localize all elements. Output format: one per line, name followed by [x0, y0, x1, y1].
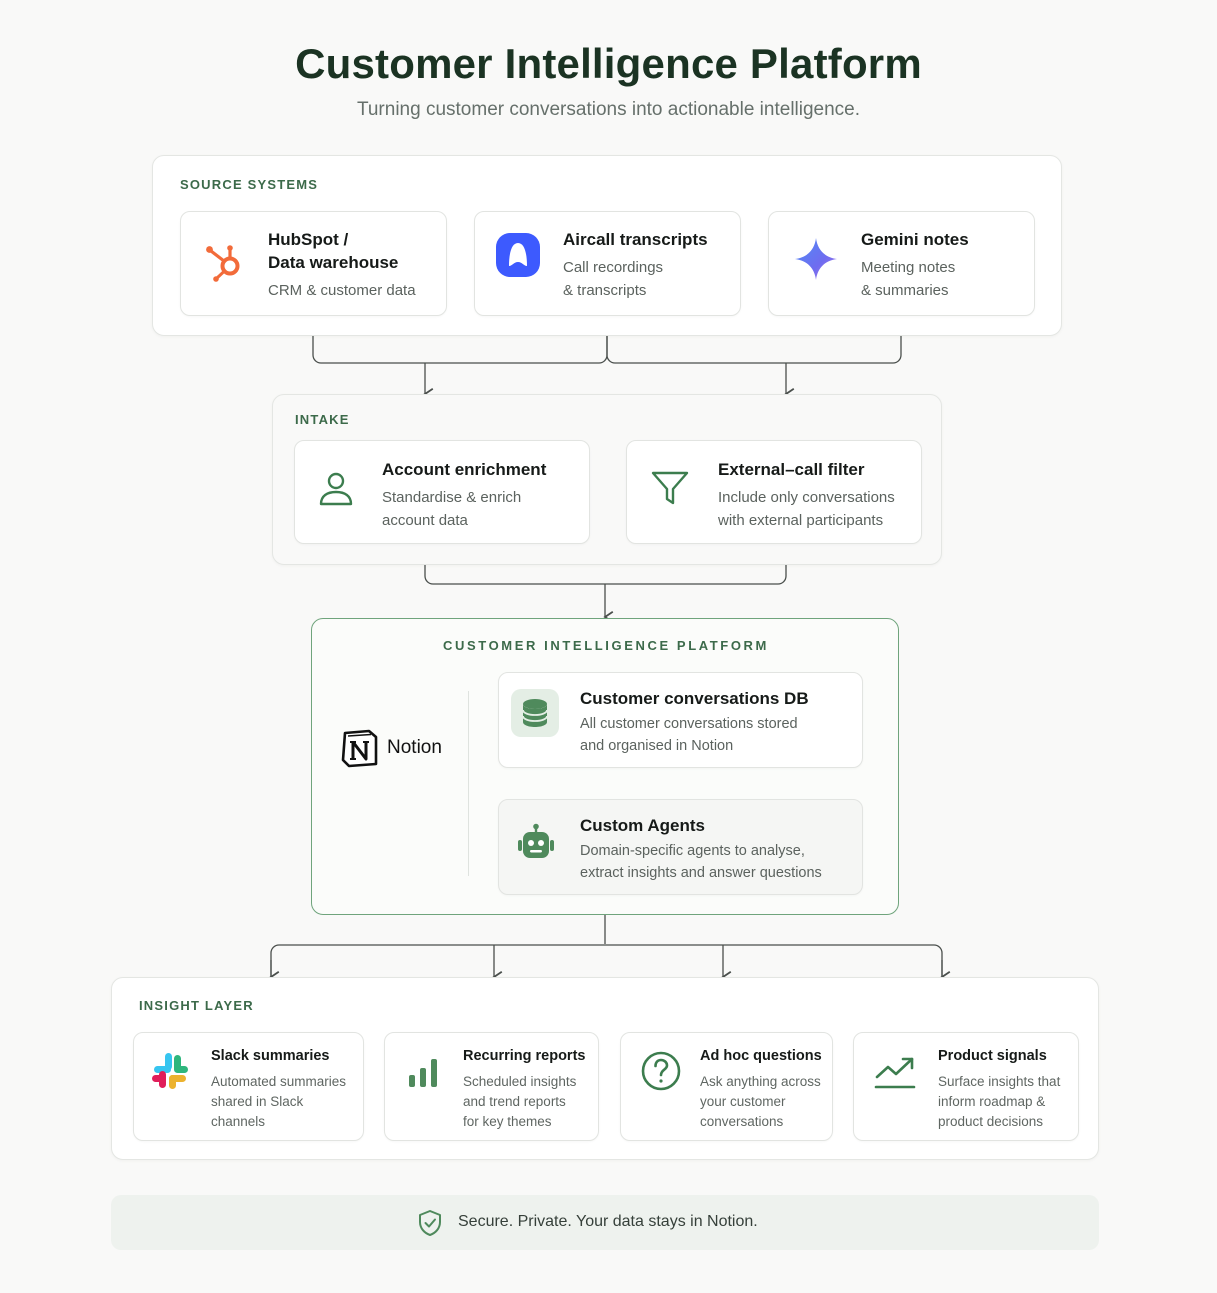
- bar-chart-icon: [403, 1053, 443, 1093]
- slack-desc-line1: Automated summaries: [211, 1074, 347, 1089]
- enrichment-desc-line1: Standardise & enrich: [382, 489, 522, 506]
- insight-card-product-signals[interactable]: Product signals Surface insights that in…: [853, 1032, 1079, 1141]
- gemini-sparkle-icon: [791, 234, 841, 284]
- hubspot-icon: [199, 236, 249, 286]
- hubspot-title-line1: HubSpot /: [268, 230, 349, 249]
- robot-icon: [513, 820, 559, 866]
- platform-card-db[interactable]: Customer conversations DB All customer c…: [498, 672, 863, 768]
- aircall-icon: [493, 230, 543, 280]
- db-title: Customer conversations DB: [580, 689, 809, 708]
- aircall-title: Aircall transcripts: [563, 230, 708, 249]
- slack-desc-line2: shared in Slack: [211, 1094, 304, 1109]
- intake-card-enrichment[interactable]: Account enrichment Standardise & enrich …: [294, 440, 590, 544]
- aircall-desc-line2: & transcripts: [563, 282, 647, 299]
- enrichment-desc-line2: account data: [382, 512, 468, 529]
- trend-up-icon: [872, 1051, 918, 1095]
- reports-desc-line3: for key themes: [463, 1114, 552, 1129]
- notion-brand-label: Notion: [387, 737, 442, 758]
- slack-desc-line3: channels: [211, 1114, 266, 1129]
- connector-sources-right: [606, 315, 902, 364]
- slack-title: Slack summaries: [211, 1048, 330, 1064]
- signals-desc-line1: Surface insights that: [938, 1074, 1061, 1089]
- insight-layer-label: INSIGHT LAYER: [139, 998, 254, 1013]
- source-card-aircall[interactable]: Aircall transcripts Call recordings & tr…: [474, 211, 741, 316]
- connector-sources-left: [312, 315, 608, 364]
- db-desc-line1: All customer conversations stored: [580, 716, 798, 732]
- gemini-desc-line1: Meeting notes: [861, 259, 956, 276]
- page-title: Customer Intelligence Platform: [295, 40, 922, 87]
- filter-icon: [647, 465, 693, 511]
- insight-card-adhoc[interactable]: Ad hoc questions Ask anything across you…: [620, 1032, 833, 1141]
- hubspot-title-line2: Data warehouse: [268, 253, 399, 272]
- gemini-title: Gemini notes: [861, 230, 969, 249]
- adhoc-desc-line2: your customer: [700, 1094, 786, 1109]
- filter-desc-line1: Include only conversations: [718, 489, 895, 506]
- reports-desc-line1: Scheduled insights: [463, 1074, 577, 1089]
- platform-card-agents[interactable]: Custom Agents Domain-specific agents to …: [498, 799, 863, 895]
- question-icon: [639, 1049, 683, 1093]
- source-card-gemini[interactable]: Gemini notes Meeting notes & summaries: [768, 211, 1035, 316]
- insight-card-reports[interactable]: Recurring reports Scheduled insights and…: [384, 1032, 599, 1141]
- user-icon: [313, 465, 359, 511]
- platform-panel: CUSTOMER INTELLIGENCE PLATFORM Notion Cu…: [311, 618, 899, 915]
- notion-logo-icon: [339, 727, 381, 769]
- reports-title: Recurring reports: [463, 1048, 586, 1064]
- footer-text: Secure. Private. Your data stays in Noti…: [458, 1213, 758, 1230]
- adhoc-title: Ad hoc questions: [700, 1048, 822, 1064]
- agents-desc-line2: extract insights and answer questions: [580, 865, 822, 881]
- insight-layer-panel: INSIGHT LAYER Slack summaries Automated …: [111, 977, 1099, 1160]
- source-systems-label: SOURCE SYSTEMS: [180, 177, 319, 192]
- footer-security-bar: Secure. Private. Your data stays in Noti…: [111, 1195, 1099, 1250]
- signals-title: Product signals: [938, 1048, 1047, 1064]
- agents-desc-line1: Domain-specific agents to analyse,: [580, 843, 805, 859]
- aircall-desc-line1: Call recordings: [563, 259, 664, 276]
- db-desc-line2: and organised in Notion: [580, 738, 734, 754]
- adhoc-desc-line1: Ask anything across: [700, 1074, 821, 1089]
- platform-divider: [468, 691, 469, 876]
- intake-card-filter[interactable]: External–call filter Include only conver…: [626, 440, 922, 544]
- source-card-hubspot[interactable]: HubSpot / Data warehouse CRM & customer …: [180, 211, 447, 316]
- gemini-desc-line2: & summaries: [861, 282, 949, 299]
- enrichment-title: Account enrichment: [382, 460, 547, 479]
- intake-panel: INTAKE Account enrichment Standardise & …: [272, 394, 942, 565]
- database-icon: [511, 689, 559, 737]
- reports-desc-line2: and trend reports: [463, 1094, 566, 1109]
- slack-icon: [148, 1049, 192, 1093]
- hubspot-desc: CRM & customer data: [268, 282, 416, 299]
- shield-check-icon: [416, 1208, 444, 1238]
- agents-title: Custom Agents: [580, 816, 705, 835]
- connector-insights-bus: [270, 944, 943, 977]
- filter-desc-line2: with external participants: [718, 512, 884, 529]
- filter-title: External–call filter: [718, 460, 865, 479]
- intake-label: INTAKE: [295, 412, 350, 427]
- source-systems-panel: SOURCE SYSTEMS HubSpot / Data warehouse …: [152, 155, 1062, 336]
- signals-desc-line3: product decisions: [938, 1114, 1044, 1129]
- signals-desc-line2: inform roadmap &: [938, 1094, 1046, 1109]
- platform-label: CUSTOMER INTELLIGENCE PLATFORM: [443, 638, 769, 653]
- adhoc-desc-line3: conversations: [700, 1114, 784, 1129]
- page-subtitle: Turning customer conversations into acti…: [356, 99, 861, 120]
- insight-card-slack[interactable]: Slack summaries Automated summaries shar…: [133, 1032, 364, 1141]
